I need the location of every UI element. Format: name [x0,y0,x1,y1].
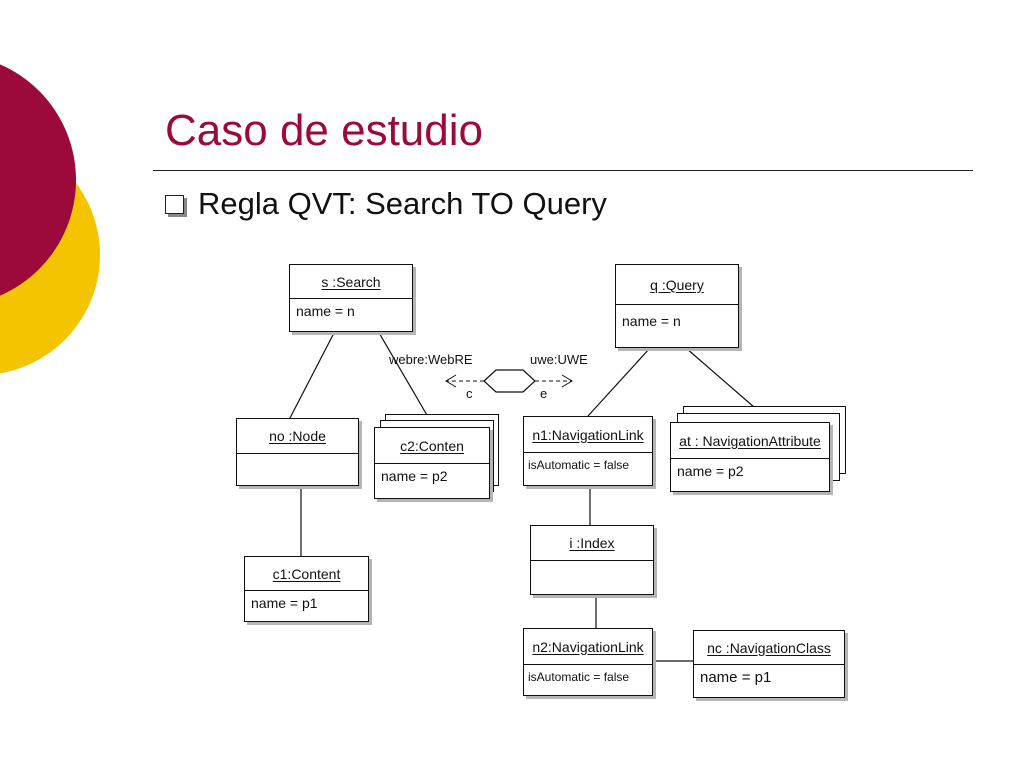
link-query-navlink [587,347,651,417]
object-navattr: at : NavigationAttribute name = p2 [670,422,830,492]
object-navclass-name: nc :NavigationClass [707,639,831,656]
object-search: s :Search name = n [289,264,413,332]
object-navlink1-attr: isAutomatic = false [528,458,630,472]
object-conten-name: c2:Conten [400,437,464,454]
object-search-attr: name = n [296,303,355,319]
object-search-name: s :Search [321,273,381,290]
object-conten: c2:Conten name = p2 [374,427,490,499]
object-node-attr [237,454,358,462]
object-index-name: i :Index [569,535,615,551]
red-circle [0,64,76,296]
object-index-attr [531,561,653,569]
object-navattr-name: at : NavigationAttribute [679,432,821,449]
slide-title: Caso de estudio [165,106,483,155]
object-node-name: no :Node [269,428,326,444]
object-navlink2-name: n2:NavigationLink [532,638,644,655]
bullet-item: Regla QVT: Search TO Query [165,186,607,222]
checkbox-square-icon [165,194,184,214]
object-navclass: nc :NavigationClass name = p1 [693,630,845,698]
dependency-right-arrowhead [561,374,573,388]
bullet-text: Regla QVT: Search TO Query [198,186,607,221]
relation-right-mark: e [540,386,548,401]
object-conten-attr: name = p2 [381,468,448,484]
object-navlink2: n2:NavigationLink isAutomatic = false [523,628,653,696]
object-navclass-attr: name = p1 [700,669,772,686]
decorative-circles [0,64,100,374]
object-content-attr: name = p1 [251,595,318,611]
link-search-conten [377,330,432,423]
relation-hexagon [483,369,536,393]
link-search-node [289,330,336,419]
object-index: i :Index [530,525,654,595]
relation-left-domain: webre:WebRE [389,352,473,367]
object-query-attr: name = n [622,313,681,329]
object-query: q :Query name = n [615,264,739,348]
relation-right-domain: uwe:UWE [530,352,588,367]
title-divider [153,170,973,171]
dependency-left-arrowhead [445,374,457,388]
object-content-name: c1:Content [272,565,341,582]
link-query-navattr [685,347,763,415]
object-navattr-attr: name = p2 [677,463,744,479]
relation-left-mark: c [466,386,473,401]
object-node: no :Node [236,418,359,486]
object-navlink1: n1:NavigationLink isAutomatic = false [523,416,653,486]
object-content: c1:Content name = p1 [244,556,369,622]
object-query-name: q :Query [650,276,704,293]
object-navlink1-name: n1:NavigationLink [532,426,644,443]
object-navlink2-attr: isAutomatic = false [528,670,630,684]
